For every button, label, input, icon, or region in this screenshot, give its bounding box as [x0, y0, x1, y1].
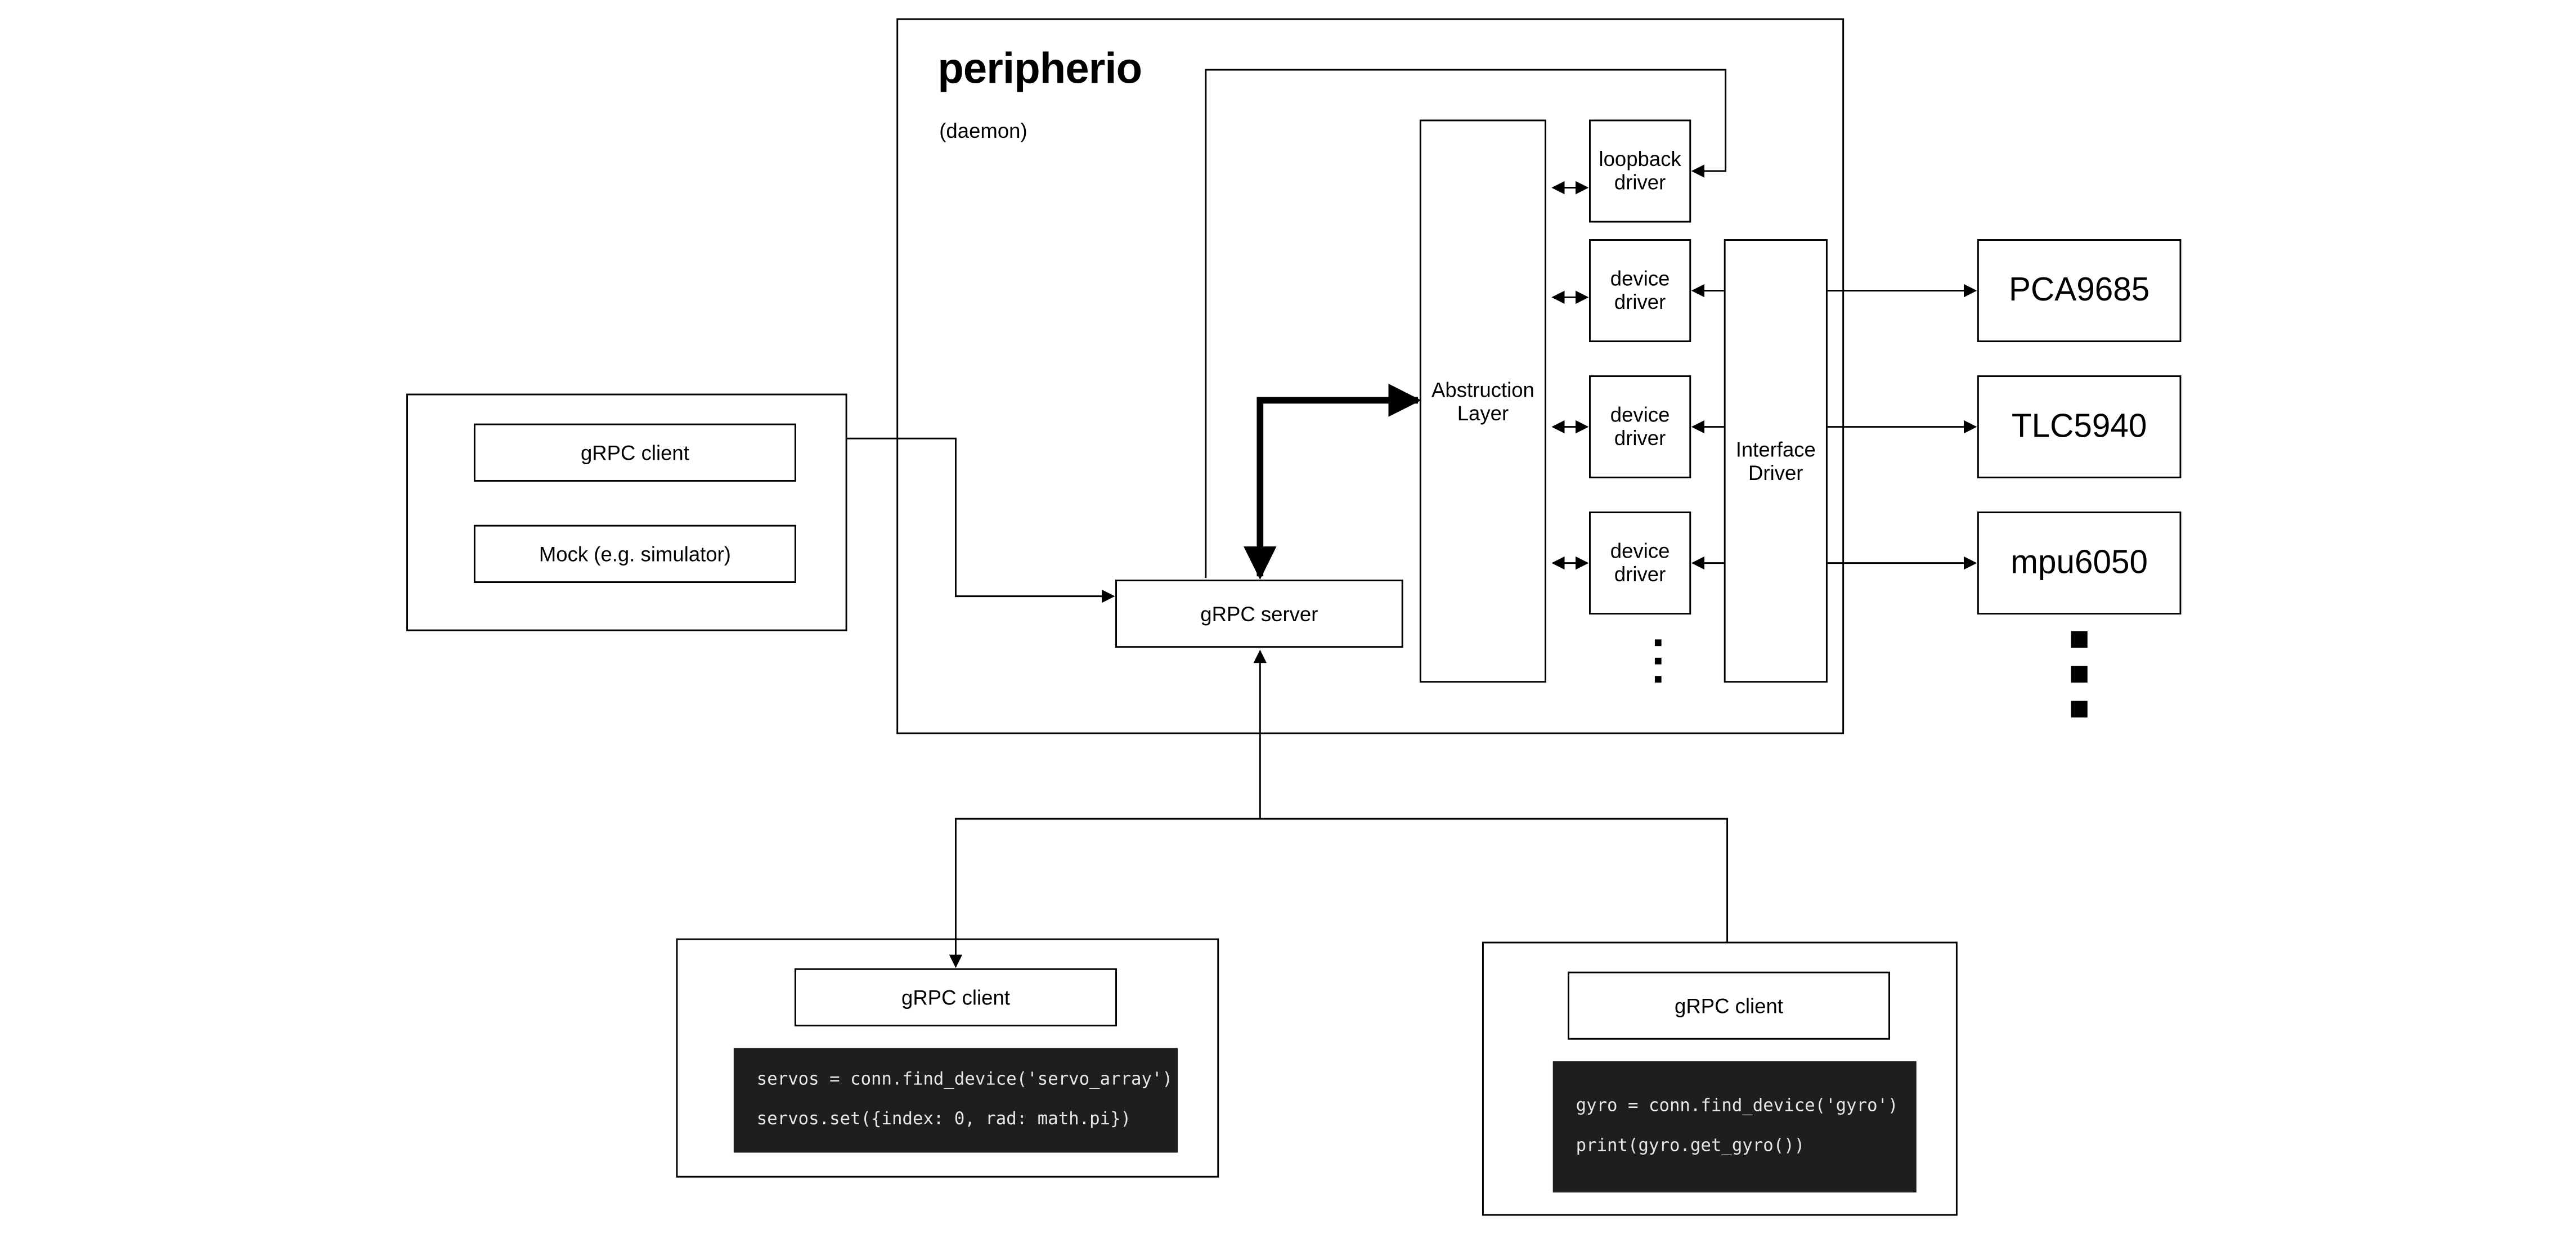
bottom-left-grpc-client: gRPC client	[795, 968, 1117, 1027]
connector-to-bottom-left	[949, 818, 1260, 968]
device-pca9685: PCA9685	[1977, 239, 2182, 343]
interface-driver: Interface Driver	[1724, 239, 1828, 683]
device-ellipsis-dot	[2071, 701, 2088, 718]
mock-simulator: Mock (e.g. simulator)	[473, 524, 796, 584]
grpc-server: gRPC server	[1115, 580, 1403, 648]
code-line: print(gyro.get_gyro())	[1576, 1136, 1805, 1156]
code-line: servos.set({index: 0, rad: math.pi})	[756, 1109, 1132, 1130]
abstraction-layer: Abstruction Layer	[1419, 119, 1546, 683]
loopback-driver: loopback driver	[1589, 119, 1691, 223]
device-driver-1: device driver	[1589, 239, 1691, 343]
connector-bottom-right	[1260, 818, 1729, 942]
connector-left-client	[847, 437, 1115, 603]
bottom-right-grpc-client: gRPC client	[1568, 971, 1890, 1040]
daemon-subtitle: (daemon)	[939, 119, 1027, 143]
code-line: gyro = conn.find_device('gyro')	[1576, 1096, 1899, 1116]
bottom-right-code-block: gyro = conn.find_device('gyro') print(gy…	[1552, 1061, 1917, 1193]
left-grpc-client: gRPC client	[473, 423, 796, 482]
driver-ellipsis-dot	[1654, 657, 1662, 665]
connector-server-abstraction	[1244, 383, 1421, 580]
device-mpu6050: mpu6050	[1977, 511, 2182, 615]
code-line: servos = conn.find_device('servo_array')	[756, 1069, 1173, 1090]
device-driver-3: device driver	[1589, 511, 1691, 615]
daemon-title: peripherio	[937, 43, 1142, 93]
device-tlc5940: TLC5940	[1977, 375, 2182, 479]
connector-loopback	[1205, 69, 1727, 578]
device-ellipsis-dot	[2071, 631, 2088, 648]
bottom-left-code-block: servos = conn.find_device('servo_array')…	[733, 1048, 1178, 1153]
driver-ellipsis-dot	[1654, 676, 1662, 683]
device-ellipsis-dot	[2071, 666, 2088, 683]
driver-ellipsis-dot	[1654, 639, 1662, 647]
device-driver-2: device driver	[1589, 375, 1691, 479]
